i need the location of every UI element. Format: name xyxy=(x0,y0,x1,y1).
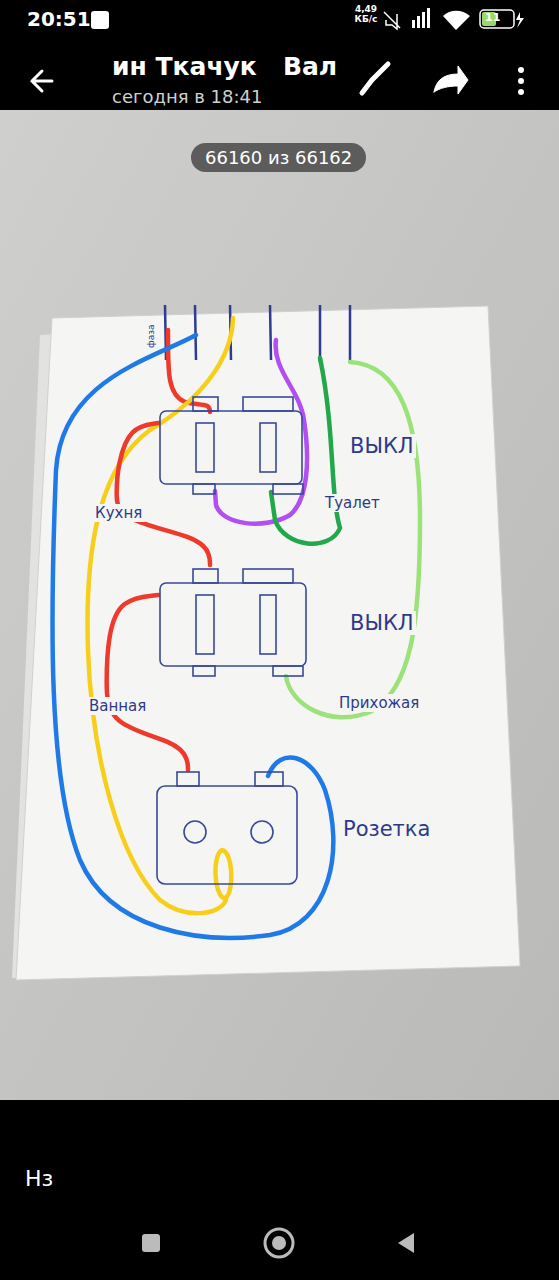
screen-text: 20:51 xyxy=(27,7,91,31)
switch-symbol xyxy=(158,565,310,680)
switch-box: ВЫКЛ xyxy=(158,393,416,498)
nav-bar xyxy=(142,1229,414,1257)
device-label: ВЫКЛ xyxy=(348,434,416,458)
cable-ends xyxy=(165,305,350,362)
room-label: фаза xyxy=(146,324,156,348)
status-icons xyxy=(91,8,524,30)
lamp-wire xyxy=(215,340,307,524)
phase-wire xyxy=(107,595,188,770)
room-label: Ванная xyxy=(86,697,149,715)
room-label: Кухня xyxy=(92,504,145,522)
switch-symbol xyxy=(158,393,306,498)
paper-sheet xyxy=(16,306,520,980)
socket-box: Розетка xyxy=(155,770,432,888)
socket-symbol xyxy=(155,770,301,888)
room-label: Прихожая xyxy=(336,694,422,712)
screen-text: 66160 из 66162 xyxy=(191,143,366,172)
room-label: Туалет xyxy=(322,494,383,512)
lamp-wire xyxy=(271,358,340,544)
caption-text: Нз xyxy=(25,1166,53,1191)
screen-text: сегодня в 18:41 xyxy=(112,86,262,107)
table-surface xyxy=(0,110,559,1100)
more-icon xyxy=(518,67,524,95)
switch-outline xyxy=(160,397,303,494)
bottom-bar xyxy=(0,1100,559,1280)
mute-icon xyxy=(384,12,400,29)
neutral-wire xyxy=(52,335,333,938)
device-label: ВЫКЛ xyxy=(348,611,416,635)
switch-outline xyxy=(160,569,306,676)
top-bar xyxy=(0,0,559,110)
socket-outline xyxy=(157,772,297,884)
device-label: Розетка xyxy=(341,817,432,841)
screen-text: 11 xyxy=(485,11,500,24)
screen-text: 4,49 КБ/с xyxy=(352,5,380,25)
switch-box: ВЫКЛ xyxy=(158,565,416,680)
ground-contact xyxy=(215,850,231,898)
screen-text: ин Ткачук Вал xyxy=(112,52,337,81)
lamp-wire xyxy=(286,362,420,717)
